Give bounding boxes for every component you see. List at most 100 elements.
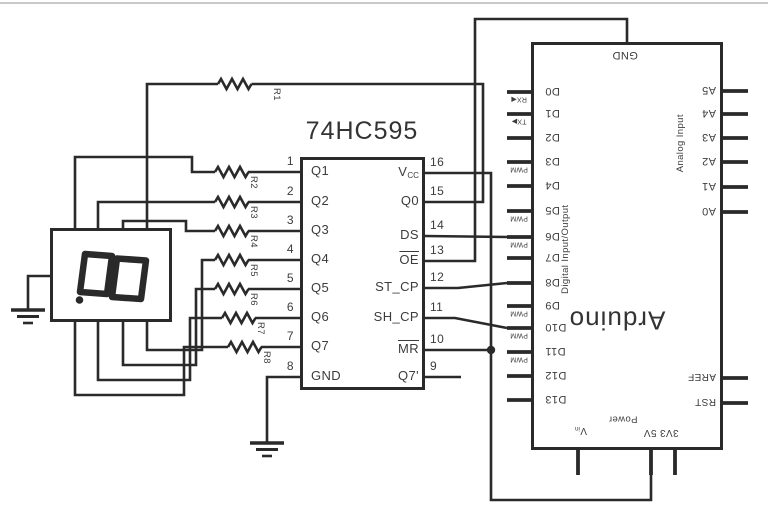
display-digit [76,250,150,303]
pin-number-10: 10 [430,332,445,346]
analog-pin-label-a5: A5 [701,84,716,97]
wire [96,316,300,382]
pin-label-q6: Q6 [311,309,330,324]
arduino-box [531,42,723,450]
pwm-label: PWM [510,240,528,248]
rx-label: RX◀ [511,95,527,103]
pin-number-2: 2 [286,184,294,198]
digital-pin-label-d0: D0 [545,85,560,98]
resistor-R8 [226,339,263,355]
aref-pin-label: AREF [687,371,716,382]
pin-label-q0: Q0 [339,193,419,208]
resistor-R2 [213,164,250,180]
pwm-label: PWM [510,214,528,222]
resistor-label-r1: R1 [271,88,282,101]
wire [26,274,50,310]
pin-label-ds: DS [339,227,419,242]
wire [425,316,508,330]
wire [424,234,508,239]
resistor-R4 [213,223,250,239]
pin-label-mr: MR [339,341,419,356]
resistor-R1 [216,76,253,92]
pin-label-q5: Q5 [311,280,330,295]
pin-number-9: 9 [430,359,438,373]
pin-number-7: 7 [286,329,294,343]
power-rail-label: 3V3 5V [643,427,679,438]
pin-number-6: 6 [286,300,294,314]
analog-pin-label-a1: A1 [701,180,716,193]
decimal-point-dot [75,296,84,304]
wire [121,287,300,367]
analog-pin-label-a0: A0 [701,205,716,218]
pin-number-13: 13 [430,243,445,257]
vin-name-subscript: in [575,424,580,432]
pin-number-5: 5 [286,271,294,285]
pin-name-text: Q7' [397,368,419,383]
pin-label-gnd: GND [311,368,342,383]
pin-name-text: SH_CP [373,309,419,324]
pin-number-12: 12 [430,270,445,284]
digital-pin-label-d2: D2 [545,131,560,144]
pin-number-3: 3 [286,213,294,227]
pin-number-8: 8 [286,359,294,373]
digital-pin-label-d13: D13 [545,393,567,406]
pin-name-text: DS [400,227,419,242]
wire [73,155,300,228]
resistor-R7 [220,310,257,326]
junction-dot [486,345,496,355]
pin-label-q7: Q7 [311,338,330,353]
pin-label-shcp: SH_CP [339,309,419,324]
pin-number-11: 11 [430,300,444,314]
pin-number-14: 14 [430,218,445,232]
pin-label-q3: Q3 [311,222,330,237]
rst-pin-label: RST [694,396,716,407]
wire [425,17,629,263]
wire [145,258,300,352]
shift-register-box [300,157,425,390]
digital-pin-label-d3: D3 [545,155,560,168]
arduino-gnd-pin-label: GND [612,49,638,62]
resistor-R5 [213,252,250,268]
pin-label-stcp: ST_CP [339,279,419,294]
pin-label-q4: Q4 [311,251,330,266]
pin-label-q2: Q2 [311,193,330,208]
resistor-label-r2: R2 [248,176,259,189]
resistor-label-r6: R6 [248,293,259,306]
resistor-label-r4: R4 [248,235,259,248]
digital-pin-label-d1: D1 [545,107,560,120]
pin-name-text: MR [397,341,419,356]
digital-group-label: Digital Input/Output [559,204,571,294]
wire [73,322,300,397]
pin-name-text: OE [399,252,419,267]
pwm-label: PWM [510,309,528,317]
analog-pin-label-a3: A3 [701,131,716,144]
vin-pin-label: Vin [556,424,606,436]
resistor-R3 [213,194,250,210]
pin-name-subscript: CC [407,170,419,180]
resistor-label-r3: R3 [248,206,259,219]
resistor-R6 [213,281,250,297]
digital-pin-label-d10: D10 [545,321,567,334]
shift-register-title: 74HC595 [305,117,419,145]
pin-number-1: 1 [286,154,294,168]
power-group-label: Power [608,413,638,425]
vin-name-text: V [579,425,587,437]
pin-label-q7: Q7' [339,368,419,383]
pin-name-text: V [398,164,408,179]
pwm-label: PWM [510,165,528,173]
wire [121,219,300,233]
pwm-label: PWM [510,331,528,339]
analog-pin-label-a2: A2 [701,155,716,168]
pin-number-4: 4 [286,242,294,256]
tx-label: TX▶ [511,117,527,125]
wire [145,82,485,228]
wire [425,171,653,502]
pin-name-text: Q0 [400,193,419,208]
figure-top-rule [0,2,768,4]
analog-pin-label-a4: A4 [701,107,716,120]
pin-number-15: 15 [430,184,445,198]
wire [96,200,300,228]
pin-label-v: VCC [339,164,419,181]
